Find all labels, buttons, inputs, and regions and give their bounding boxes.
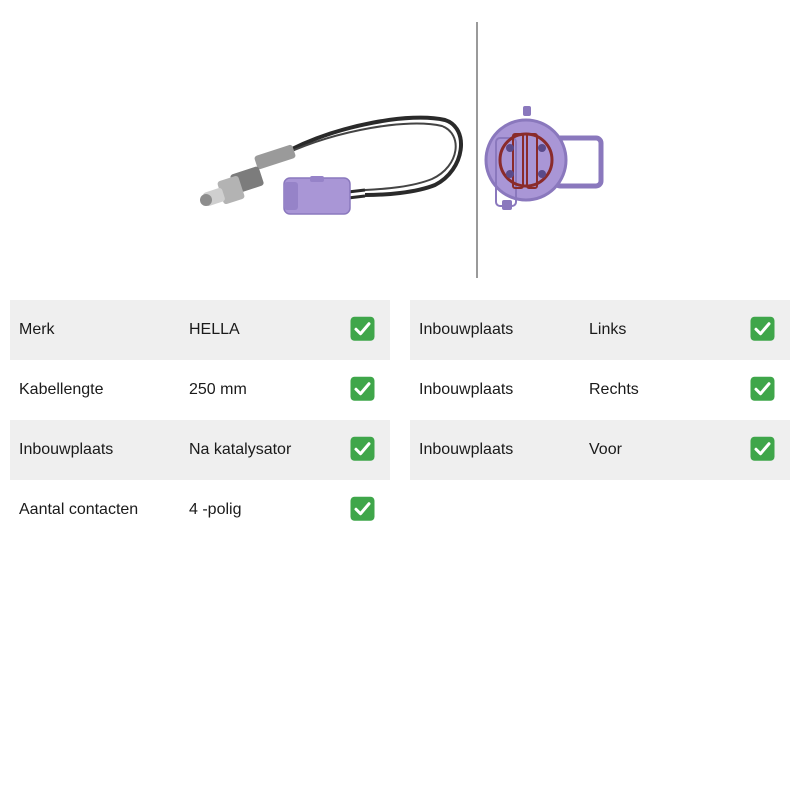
check-mark-icon (350, 376, 375, 401)
connector-pinout-image (484, 106, 604, 210)
spec-label: Inbouwplaats (19, 441, 114, 458)
spec-label: Inbouwplaats (419, 381, 514, 398)
spec-table-left: Merk HELLA Kabellengte 250 mm Inbouwplaa… (10, 300, 390, 540)
check-mark-icon (350, 436, 375, 461)
spec-row: Aantal contacten 4 -polig (10, 480, 390, 540)
check-mark-icon (750, 436, 775, 461)
spec-table-right: Inbouwplaats Links Inbouwplaats Rechts I… (410, 300, 790, 480)
check-mark-icon (750, 316, 775, 341)
product-figure (180, 20, 620, 280)
spec-value: Links (589, 321, 627, 338)
spec-value: 250 mm (189, 381, 247, 398)
spec-label: Inbouwplaats (419, 441, 514, 458)
spec-label: Kabellengte (19, 381, 104, 398)
spec-value: 4 -polig (189, 501, 242, 518)
spec-row: Inbouwplaats Na katalysator (10, 420, 390, 480)
spec-row: Kabellengte 250 mm (10, 360, 390, 420)
check-mark-icon (350, 496, 375, 521)
oxygen-sensor-image (200, 22, 604, 278)
spec-row: Inbouwplaats Links (410, 300, 790, 360)
check-mark-icon (350, 316, 375, 341)
spec-value: HELLA (189, 321, 240, 338)
spec-label: Inbouwplaats (419, 321, 514, 338)
spec-label: Merk (19, 321, 55, 338)
spec-row: Merk HELLA (10, 300, 390, 360)
spec-row: Inbouwplaats Rechts (410, 360, 790, 420)
spec-label: Aantal contacten (19, 501, 139, 518)
spec-value: Rechts (589, 381, 639, 398)
check-mark-icon (750, 376, 775, 401)
spec-value: Na katalysator (189, 441, 292, 458)
spec-value: Voor (589, 441, 622, 458)
spec-row: Inbouwplaats Voor (410, 420, 790, 480)
